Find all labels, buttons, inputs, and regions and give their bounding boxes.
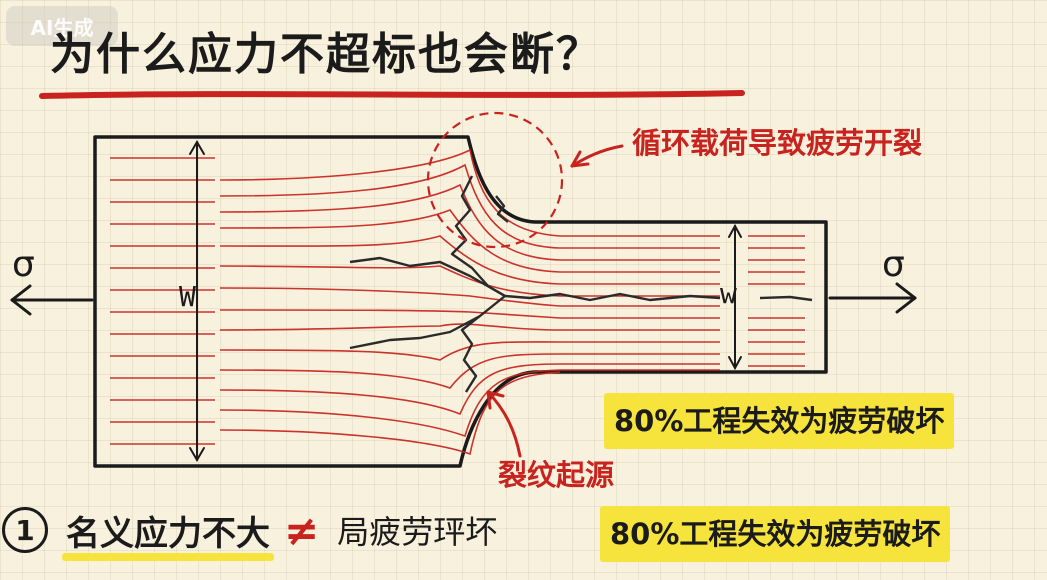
stress-right-label: σ bbox=[882, 244, 905, 285]
page-title: 为什么应力不超标也会断？ bbox=[50, 29, 602, 80]
callout-arrows bbox=[486, 144, 624, 458]
fatigue-fact-2: 80%工程失效为疲劳破坏 bbox=[600, 506, 951, 562]
cyclic-load-label: 循环载荷导致疲劳开裂 bbox=[632, 126, 923, 160]
narrow-width-label: w bbox=[720, 277, 737, 310]
wide-width-label: W bbox=[179, 280, 196, 313]
point-number: 1 bbox=[2, 507, 48, 553]
title-underline bbox=[39, 90, 745, 99]
stress-left-label: σ bbox=[12, 244, 35, 285]
nominal-stress-text: 名义应力不大 bbox=[62, 506, 274, 561]
load-arrows bbox=[10, 282, 917, 316]
fatigue-text: 局疲劳玶坏 bbox=[337, 513, 498, 551]
not-equal-sign: ≠ bbox=[284, 505, 320, 555]
crack-zone-circle bbox=[426, 111, 564, 249]
crack-origin-label: 裂纹起源 bbox=[498, 458, 615, 492]
ai-watermark: AI生成 bbox=[6, 6, 118, 46]
fatigue-fact-1: 80%工程失效为疲劳破坏 bbox=[604, 393, 955, 449]
bottom-point-row: 1 名义应力不大 ≠ 局疲劳玶坏 bbox=[2, 500, 498, 561]
specimen-outline bbox=[93, 135, 828, 468]
dimension-lines bbox=[189, 140, 742, 462]
